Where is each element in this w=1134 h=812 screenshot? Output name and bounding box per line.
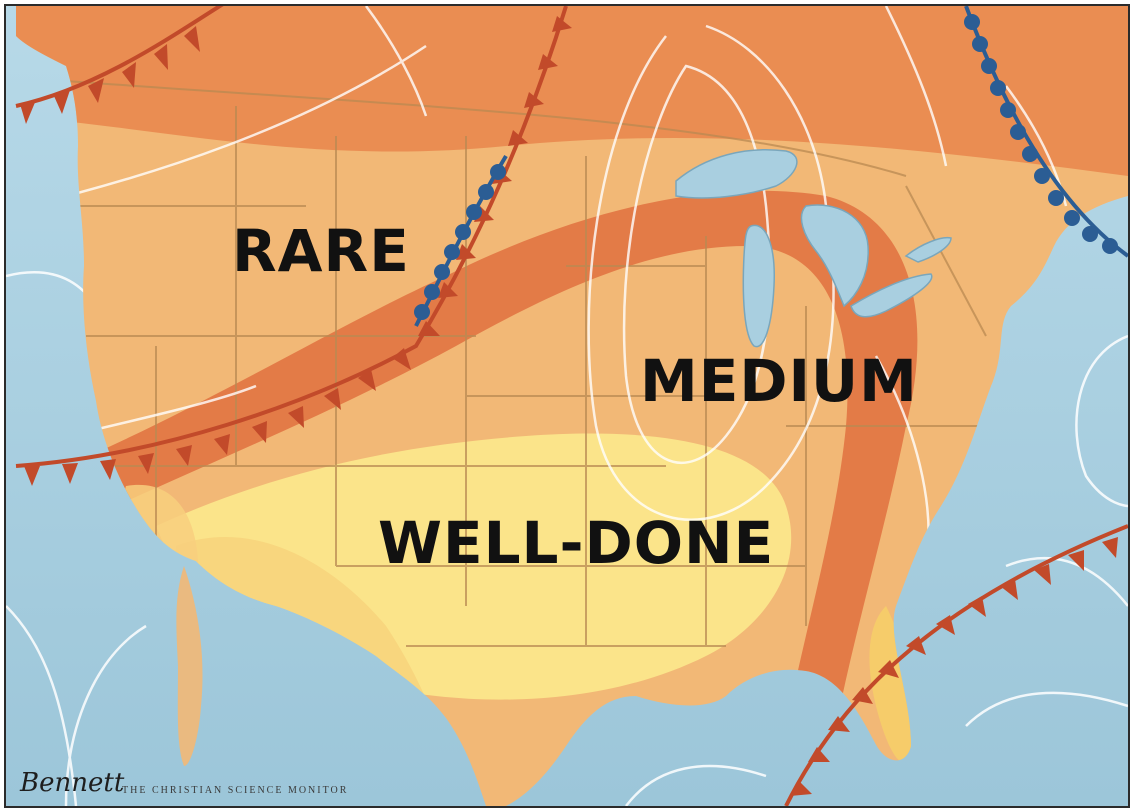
label-well-done: WELL-DONE: [378, 509, 775, 577]
cold-front-line: [414, 6, 1128, 327]
artist-signature: Bennett: [20, 768, 125, 798]
ocean-isobar-lines: [6, 271, 1128, 806]
state-border-lines: [65, 80, 987, 647]
weather-map: RARE MEDIUM WELL-DONE Bennett THE CHRIST…: [4, 4, 1130, 808]
label-medium: MEDIUM: [640, 347, 918, 415]
publication-credit: THE CHRISTIAN SCIENCE MONITOR: [122, 785, 349, 796]
great-lakes: [675, 149, 952, 348]
warm-front-line: [15, 6, 1128, 806]
baja-peninsula: [176, 566, 203, 766]
weather-map-graphic: [6, 6, 1128, 806]
label-rare: RARE: [232, 217, 410, 285]
